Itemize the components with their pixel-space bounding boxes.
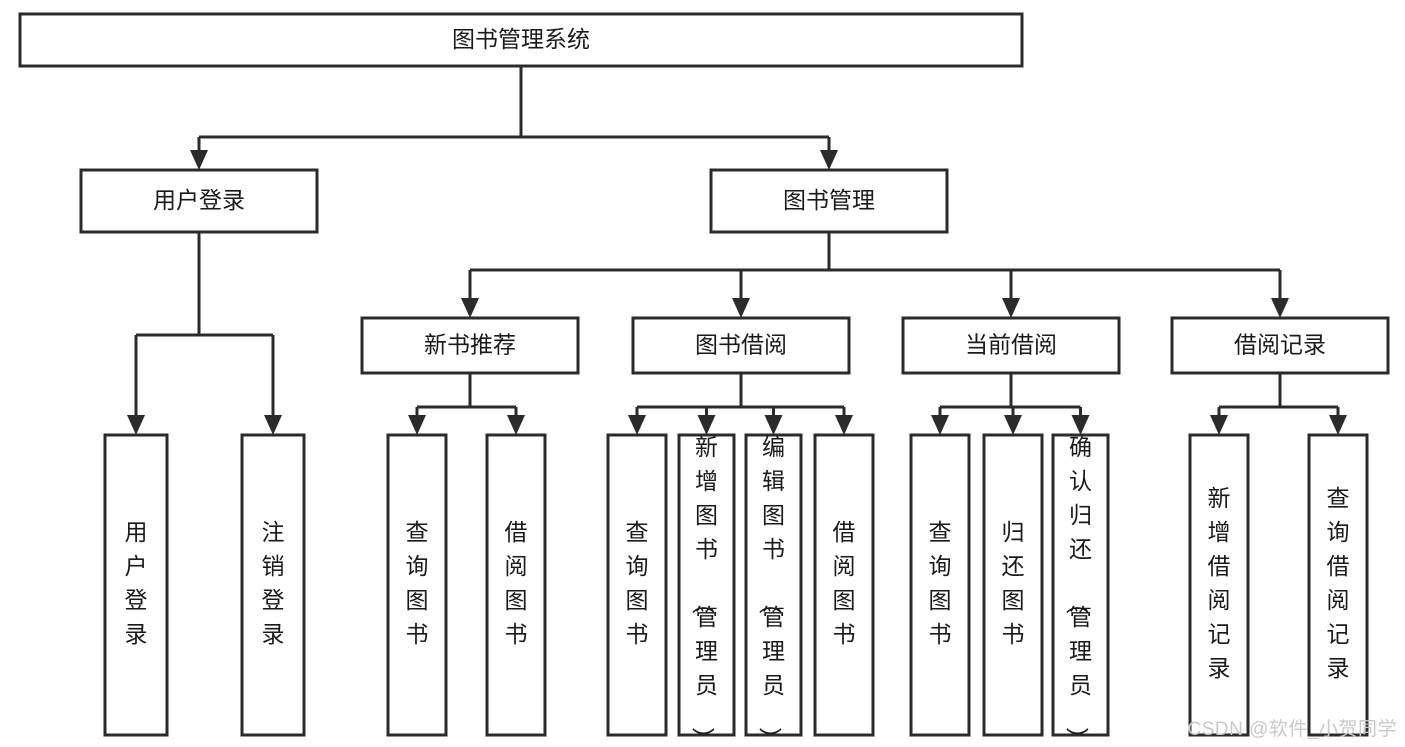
node-label: 注销登录	[262, 519, 285, 647]
node-book-borrow[interactable]: 图书借阅	[631, 316, 851, 375]
node-leaf-confirm-return[interactable]: 确认归还（管理员）	[1051, 433, 1110, 747]
node-box	[360, 316, 580, 375]
node-label: 图书管理	[783, 187, 875, 213]
borrow-record-to-leaf-add-record-arrowhead	[1210, 415, 1228, 435]
node-label: 图书借阅	[695, 332, 787, 358]
book-borrow-to-leaf-borrow-book-arrowhead	[835, 415, 853, 435]
node-box	[1051, 433, 1110, 737]
book-manage-to-borrow-record-arrowhead	[1271, 298, 1289, 318]
root-to-user-login-arrowhead	[190, 150, 208, 170]
node-box	[901, 316, 1121, 375]
current-borrow-to-leaf-confirm-return-arrowhead	[1071, 415, 1090, 435]
node-leaf-query-book-rec[interactable]: 查询图书	[386, 433, 448, 737]
node-label: 编辑图书（管理员）	[757, 434, 785, 747]
node-book-manage[interactable]: 图书管理	[709, 168, 949, 234]
new-book-recommend-to-leaf-query-book-rec-arrowhead	[408, 415, 426, 435]
new-book-recommend-to-leaf-borrow-book-rec-arrowhead	[507, 415, 525, 435]
borrow-record-to-leaf-query-record-arrowhead	[1329, 415, 1347, 435]
node-box	[1307, 433, 1369, 737]
node-root[interactable]: 图书管理系统	[18, 12, 1024, 68]
user-login-to-leaf-user-login-arrowhead	[127, 415, 145, 435]
node-box	[79, 168, 319, 234]
node-box	[631, 316, 851, 375]
node-leaf-borrow-book-rec[interactable]: 借阅图书	[485, 433, 547, 737]
node-box	[606, 433, 668, 737]
watermark-text: CSDN @软件_小贺同学	[1187, 719, 1397, 740]
node-label: 图书管理系统	[452, 26, 590, 52]
node-box	[485, 433, 547, 737]
node-box	[744, 433, 803, 737]
node-label: 确认归还（管理员）	[1064, 434, 1092, 747]
node-label: 当前借阅	[965, 332, 1057, 358]
node-label: 新书推荐	[424, 332, 516, 358]
book-borrow-to-leaf-edit-book-arrowhead	[764, 415, 783, 435]
node-label: 查询图书	[929, 519, 952, 647]
book-manage-to-book-borrow-arrowhead	[732, 298, 750, 318]
node-label: 归还图书	[1002, 519, 1025, 647]
current-borrow-to-leaf-return-book-arrowhead	[1004, 415, 1022, 435]
node-box	[982, 433, 1044, 737]
node-leaf-query-book-cur[interactable]: 查询图书	[909, 433, 971, 737]
book-manage-to-new-book-recommend-arrowhead	[461, 298, 479, 318]
book-borrow-to-leaf-add-book-arrowhead	[697, 415, 716, 435]
node-label: 查询图书	[406, 519, 429, 647]
node-box	[386, 433, 448, 737]
node-leaf-user-login[interactable]: 用户登录	[103, 433, 169, 737]
node-box	[1170, 316, 1390, 375]
current-borrow-to-leaf-query-book-cur-arrowhead	[931, 415, 949, 435]
node-box	[1188, 433, 1250, 737]
node-user-login[interactable]: 用户登录	[79, 168, 319, 234]
node-leaf-query-book-borrow[interactable]: 查询图书	[606, 433, 668, 737]
node-label: 查询图书	[626, 519, 649, 647]
node-label: 用户登录	[125, 519, 148, 647]
node-box	[103, 433, 169, 737]
node-label: 新增图书（管理员）	[690, 434, 718, 747]
node-box	[813, 433, 875, 737]
node-box	[909, 433, 971, 737]
node-leaf-return-book[interactable]: 归还图书	[982, 433, 1044, 737]
node-label: 用户登录	[153, 187, 245, 213]
node-current-borrow[interactable]: 当前借阅	[901, 316, 1121, 375]
node-new-book-recommend[interactable]: 新书推荐	[360, 316, 580, 375]
node-box	[18, 12, 1024, 68]
node-label: 借阅记录	[1234, 332, 1326, 358]
node-box	[709, 168, 949, 234]
node-leaf-query-record[interactable]: 查询借阅记录	[1307, 433, 1369, 737]
root-to-book-manage-arrowhead	[820, 150, 838, 170]
node-label: 查询借阅记录	[1327, 485, 1350, 681]
node-label: 借阅图书	[505, 519, 528, 647]
book-borrow-to-leaf-query-book-borrow-arrowhead	[628, 415, 646, 435]
node-layer: 图书管理系统用户登录图书管理新书推荐图书借阅当前借阅借阅记录用户登录注销登录查询…	[18, 12, 1390, 747]
node-borrow-record[interactable]: 借阅记录	[1170, 316, 1390, 375]
book-manage-to-current-borrow-arrowhead	[1002, 298, 1020, 318]
node-leaf-add-record[interactable]: 新增借阅记录	[1188, 433, 1250, 737]
user-login-to-leaf-logout-arrowhead	[264, 415, 282, 435]
node-leaf-edit-book[interactable]: 编辑图书（管理员）	[744, 433, 803, 747]
node-label: 借阅图书	[833, 519, 856, 647]
node-leaf-add-book[interactable]: 新增图书（管理员）	[677, 433, 736, 747]
node-box	[677, 433, 736, 737]
node-label: 新增借阅记录	[1208, 485, 1231, 681]
connector-layer	[127, 66, 1347, 435]
node-leaf-logout[interactable]: 注销登录	[240, 433, 306, 737]
node-leaf-borrow-book[interactable]: 借阅图书	[813, 433, 875, 737]
node-box	[240, 433, 306, 737]
